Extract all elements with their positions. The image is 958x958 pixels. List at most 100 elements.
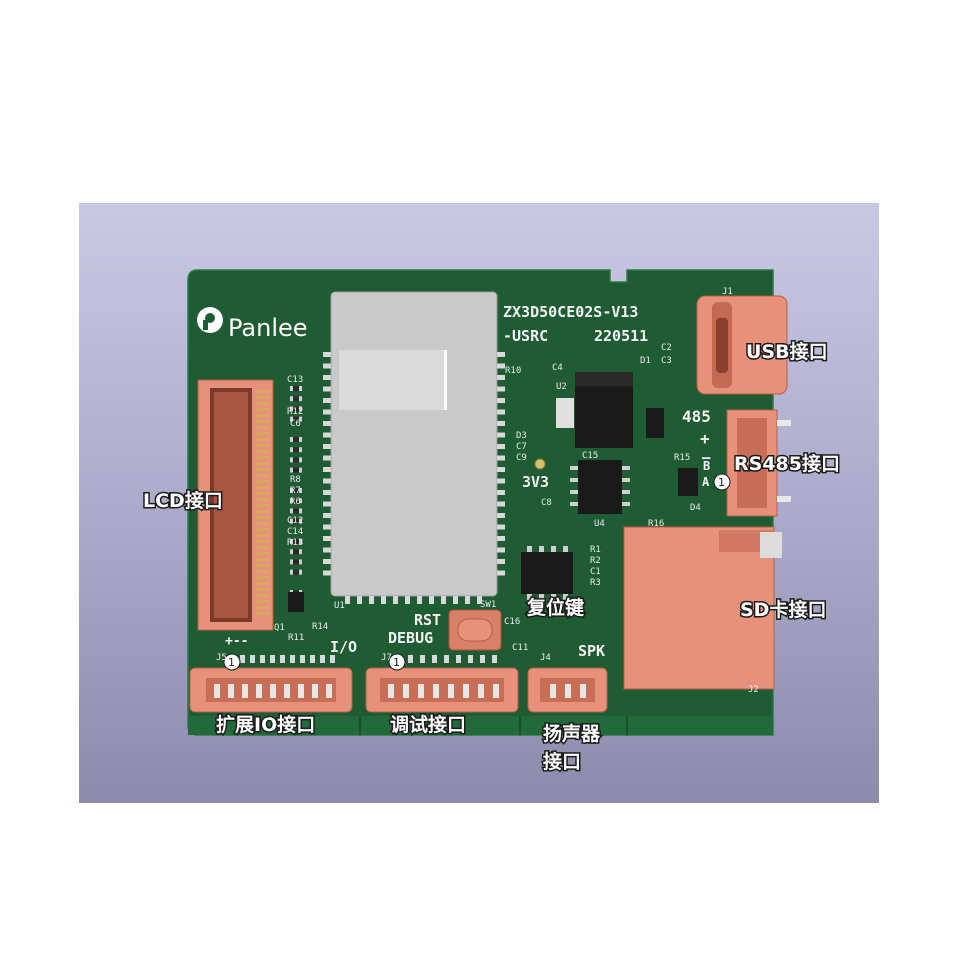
svg-text:C9: C9 bbox=[516, 453, 527, 463]
chip-pin bbox=[622, 502, 630, 506]
svg-text:R12: R12 bbox=[287, 407, 303, 417]
transceiver-u4 bbox=[578, 460, 622, 514]
header-pad bbox=[260, 655, 265, 663]
chip-pin bbox=[539, 546, 544, 552]
lcd-pin bbox=[256, 438, 270, 441]
svg-text:C11: C11 bbox=[512, 643, 528, 653]
passive-terminal bbox=[290, 467, 293, 473]
svg-text:R13: R13 bbox=[287, 538, 303, 548]
module-pad bbox=[323, 570, 331, 576]
module-pad bbox=[323, 352, 331, 357]
module-pad bbox=[323, 524, 331, 530]
ldo-u2 bbox=[556, 372, 633, 448]
lcd-pin bbox=[256, 612, 270, 615]
svg-text:J2: J2 bbox=[748, 685, 759, 695]
passive-component bbox=[290, 559, 302, 565]
speaker-label-line-1: 扬声器 bbox=[543, 722, 601, 745]
lcd-pin bbox=[256, 528, 270, 531]
passive-terminal bbox=[299, 569, 302, 575]
svg-text:J5: J5 bbox=[216, 653, 227, 663]
silk-3v3: 3V3 bbox=[522, 473, 549, 491]
lcd-pin bbox=[256, 552, 270, 555]
u4-pins bbox=[570, 466, 630, 506]
passive-terminal bbox=[299, 539, 302, 544]
header-pin bbox=[433, 684, 439, 698]
passive-terminal bbox=[299, 416, 302, 422]
reset-button-label: 复位键 bbox=[526, 596, 584, 619]
header-pin bbox=[550, 684, 556, 698]
header-pad bbox=[480, 655, 485, 663]
header-pad bbox=[492, 655, 497, 663]
lcd-pin bbox=[256, 420, 270, 423]
header-pin bbox=[403, 684, 409, 698]
svg-text:C8: C8 bbox=[541, 498, 552, 508]
lcd-pin bbox=[256, 444, 270, 447]
chip-pin bbox=[622, 466, 630, 470]
svg-text:R8: R8 bbox=[290, 475, 301, 485]
svg-text:1: 1 bbox=[393, 656, 400, 669]
passive-terminal bbox=[299, 396, 302, 402]
passive-terminal bbox=[299, 406, 302, 412]
date-code: 220511 bbox=[594, 327, 648, 345]
chip-pin bbox=[551, 594, 556, 600]
passive-component bbox=[290, 518, 302, 524]
chip-pin bbox=[527, 546, 532, 552]
header-pad bbox=[310, 655, 315, 663]
svg-text:R14: R14 bbox=[312, 622, 328, 632]
module-pad bbox=[323, 547, 331, 553]
header-pads bbox=[214, 655, 586, 698]
module-pad bbox=[497, 478, 505, 484]
header-pin bbox=[326, 684, 332, 698]
module-pad bbox=[497, 444, 505, 449]
module-pad bbox=[323, 432, 331, 438]
module-pad bbox=[497, 467, 505, 472]
module-pad bbox=[323, 398, 331, 403]
lcd-pin bbox=[256, 582, 270, 585]
svg-text:C15: C15 bbox=[582, 451, 598, 461]
header-pin bbox=[388, 684, 394, 698]
lcd-port-label: LCD接口 bbox=[143, 490, 223, 512]
module-pad bbox=[323, 467, 331, 472]
header-pad bbox=[280, 655, 285, 663]
header-pin bbox=[312, 684, 318, 698]
pin1-markers: 1 1 1 bbox=[223, 473, 731, 671]
silk-b: B bbox=[703, 459, 710, 473]
passive-component bbox=[290, 498, 302, 504]
module-pad bbox=[497, 409, 505, 415]
header-pad bbox=[290, 655, 295, 663]
svg-text:R1: R1 bbox=[590, 545, 601, 555]
module-pad bbox=[357, 596, 362, 604]
passive-component bbox=[290, 437, 302, 442]
module-pad bbox=[497, 363, 505, 369]
expansion-io-label: 扩展IO接口 bbox=[216, 714, 315, 736]
lcd-pin bbox=[256, 390, 270, 393]
svg-text:SW1: SW1 bbox=[480, 600, 496, 610]
passive-terminal bbox=[290, 549, 293, 555]
lcd-pin bbox=[256, 594, 270, 597]
lcd-pin bbox=[256, 462, 270, 465]
svg-text:J4: J4 bbox=[540, 653, 551, 663]
svg-text:C2: C2 bbox=[661, 343, 672, 353]
header-pin bbox=[284, 684, 290, 698]
svg-text:R11: R11 bbox=[288, 633, 304, 643]
lcd-pin bbox=[256, 558, 270, 561]
chip-pin bbox=[563, 594, 568, 600]
svg-text:1: 1 bbox=[228, 656, 235, 669]
chip-pin bbox=[563, 546, 568, 552]
header-pad bbox=[468, 655, 473, 663]
chip-u3 bbox=[521, 552, 573, 594]
passive-terminal bbox=[290, 406, 293, 412]
usb-port-label: USB接口 bbox=[746, 341, 828, 363]
header-pad bbox=[320, 655, 325, 663]
silk-minus: – bbox=[702, 450, 711, 466]
svg-text:R10: R10 bbox=[505, 366, 521, 376]
module-pad bbox=[497, 386, 505, 392]
svg-text:U1: U1 bbox=[334, 601, 345, 611]
passive-terminal bbox=[290, 416, 293, 422]
lcd-pin bbox=[256, 498, 270, 501]
module-pad bbox=[497, 398, 505, 403]
lcd-pin bbox=[256, 546, 270, 549]
lcd-connector-pins bbox=[256, 390, 270, 615]
svg-text:Q1: Q1 bbox=[274, 623, 285, 633]
